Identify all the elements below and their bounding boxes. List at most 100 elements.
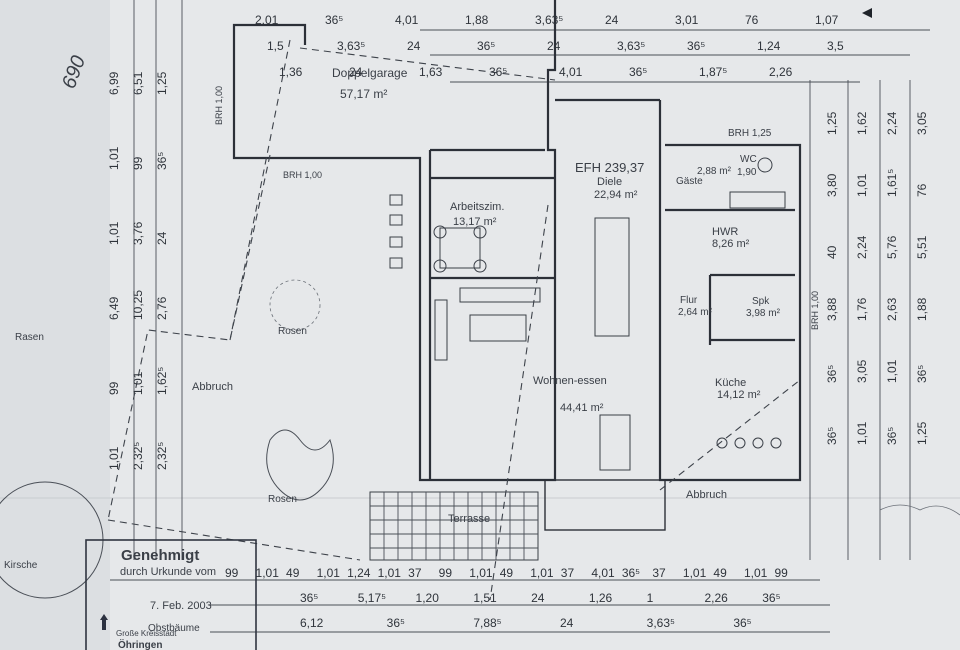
- dimension-top-1: 1,5: [267, 39, 284, 53]
- dimension-bottom-22: 1,51: [473, 591, 497, 605]
- dimension-top-7: 24: [407, 39, 421, 53]
- dimension-left-3: 1,01: [107, 146, 121, 170]
- roses-2: Rosen: [268, 494, 297, 505]
- lawn-label: Rasen: [15, 332, 44, 343]
- dimension-lines: [110, 0, 930, 633]
- dimension-bottom-14: 37: [652, 566, 666, 580]
- brh-garage: BRH 1,00: [283, 170, 322, 180]
- dimension-bottom-19: 36⁵: [300, 591, 318, 605]
- dimension-right-1: 1,62: [855, 111, 869, 135]
- dimension-top-22: 1,24: [757, 39, 781, 53]
- dimension-left-17: 2,32⁵: [155, 442, 169, 470]
- brh-right: BRH 1,00: [810, 291, 820, 330]
- dimension-left-0: 6,99: [107, 71, 121, 95]
- dimension-bottom-11: 37: [561, 566, 575, 580]
- site-labels: BRH 1,25 BRH 1,00 BRH 1,00 BRH 1,00 Rose…: [4, 8, 872, 634]
- dimension-right-9: 2,24: [855, 235, 869, 259]
- hall-level: EFH 239,37: [575, 160, 644, 175]
- dimension-right-11: 5,51: [915, 235, 929, 259]
- dimension-bottom-8: 1,01: [469, 566, 493, 580]
- dimension-top-14: 4,01: [559, 65, 583, 79]
- dimension-top-25: 3,5: [827, 39, 844, 53]
- stamp-authority: Große Kreisstadt: [116, 629, 177, 638]
- dimension-bottom-23: 24: [531, 591, 545, 605]
- stamp-date: 7. Feb. 2003: [150, 600, 212, 612]
- dimension-top-24: 1,07: [815, 13, 839, 27]
- stamp-emblem-icon: [100, 614, 108, 630]
- dimension-top-15: 24: [605, 13, 619, 27]
- wc-name: WC: [740, 154, 757, 165]
- dimension-right-6: 1,61⁵: [885, 169, 899, 197]
- dimension-bottom-30: 7,88⁵: [473, 616, 501, 630]
- garage-area: 57,17 m²: [340, 87, 387, 101]
- dimension-right-5: 1,01: [855, 173, 869, 197]
- garage-name: Doppelgarage: [332, 66, 408, 80]
- dimension-bottom-21: 1,20: [416, 591, 440, 605]
- dimension-right-21: 1,01: [855, 421, 869, 445]
- dimension-bottom-0: 99: [225, 566, 239, 580]
- demolition-lines: [107, 39, 801, 601]
- dimension-right-13: 1,76: [855, 297, 869, 321]
- dimension-left-9: 6,49: [107, 296, 121, 320]
- dimension-bottom-15: 1,01: [683, 566, 707, 580]
- dimension-bottom-28: 6,12: [300, 616, 324, 630]
- dimension-top-6: 4,01: [395, 13, 419, 27]
- dimension-left-7: 3,76: [131, 221, 145, 245]
- dimension-top-5: 24: [349, 65, 363, 79]
- dimension-right-8: 40: [825, 245, 839, 259]
- dimension-top-19: 36⁵: [687, 39, 705, 53]
- demolition-label-1: Abbruch: [192, 381, 233, 393]
- corridor-name: Flur: [680, 295, 698, 306]
- dimension-right-7: 76: [915, 183, 929, 197]
- pantry-name: Spk: [752, 296, 770, 307]
- dimension-left-8: 24: [155, 231, 169, 245]
- dimension-bottom-17: 1,01: [744, 566, 768, 580]
- dimension-right-17: 3,05: [855, 359, 869, 383]
- dimension-top-11: 36⁵: [489, 65, 507, 79]
- demolition-label-2: Abbruch: [686, 489, 727, 501]
- dimension-bottom-9: 49: [500, 566, 514, 580]
- dimension-top-4: 3,63⁵: [337, 39, 365, 53]
- kitchen-name: Küche: [715, 377, 746, 389]
- dimension-bottom-25: 1: [647, 591, 654, 605]
- dimension-right-15: 1,88: [915, 297, 929, 321]
- dimension-bottom-10: 1,01: [530, 566, 554, 580]
- stamp-line: durch Urkunde vom: [120, 566, 216, 578]
- cherry-label: Kirsche: [4, 560, 38, 571]
- dimension-top-21: 76: [745, 13, 759, 27]
- dimension-right-4: 3,80: [825, 173, 839, 197]
- dimension-bottom-13: 36⁵: [622, 566, 640, 580]
- dimension-left-14: 1,62⁵: [155, 367, 169, 395]
- dimension-top-3: 36⁵: [325, 13, 343, 27]
- dimension-right-16: 36⁵: [825, 365, 839, 383]
- dimension-right-18: 1,01: [885, 359, 899, 383]
- dimension-right-12: 3,88: [825, 297, 839, 321]
- dimension-bottom-33: 36⁵: [733, 616, 751, 630]
- dimension-top-20: 1,87⁵: [699, 65, 727, 79]
- dimension-right-20: 36⁵: [825, 427, 839, 445]
- dimension-top-12: 3,63⁵: [535, 13, 563, 27]
- dimension-top-0: 2,01: [255, 13, 279, 27]
- dimension-top-17: 36⁵: [629, 65, 647, 79]
- hall-name: Diele: [597, 176, 622, 188]
- furniture: [389, 157, 786, 471]
- dimension-left-16: 2,32⁵: [131, 442, 145, 470]
- dimension-bottom-7: 99: [439, 566, 453, 580]
- utility-name: HWR: [712, 226, 738, 238]
- dimension-top-10: 36⁵: [477, 39, 495, 53]
- wc-size: 1,90: [737, 167, 757, 178]
- living-area: 44,41 m²: [560, 402, 604, 414]
- dimension-bottom-3: 1,01: [317, 566, 341, 580]
- dimension-left-15: 1,01: [107, 446, 121, 470]
- dimension-left-1: 6,51: [131, 71, 145, 95]
- dimension-right-19: 36⁵: [915, 365, 929, 383]
- dimension-right-3: 3,05: [915, 111, 929, 135]
- dimension-bottom-18: 99: [774, 566, 788, 580]
- dimension-right-14: 2,63: [885, 297, 899, 321]
- dimension-top-9: 1,88: [465, 13, 489, 27]
- dimension-bottom-1: 1,01: [256, 566, 280, 580]
- stamp-city: Öhringen: [118, 638, 162, 650]
